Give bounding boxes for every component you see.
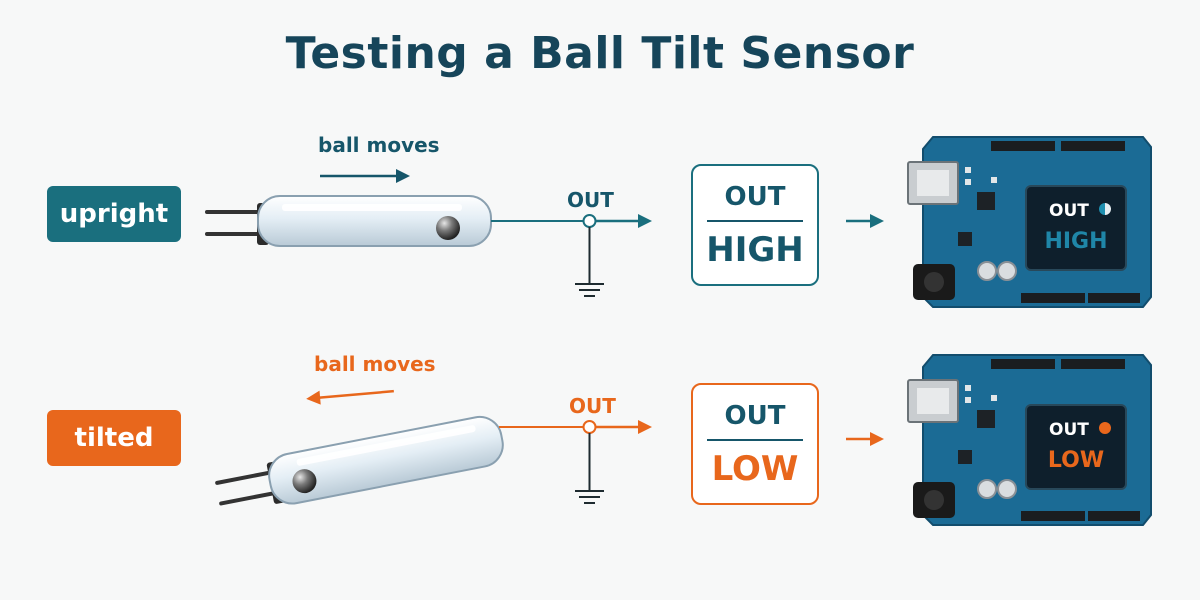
upright-motion-label: ball moves bbox=[318, 133, 440, 157]
tilted-display-value: LOW bbox=[1047, 448, 1105, 473]
tilted-output-box: OUT LOW bbox=[691, 383, 819, 505]
upright-output-box: OUT HIGH bbox=[691, 164, 819, 286]
tilted-motion-label: ball moves bbox=[314, 352, 436, 376]
upright-out-node-label: OUT bbox=[567, 188, 614, 212]
tilted-out-node-label: OUT bbox=[569, 394, 616, 418]
upright-motion-arrow-icon bbox=[320, 169, 410, 183]
fraction-divider bbox=[707, 220, 803, 222]
upright-display-label: OUT bbox=[1049, 201, 1089, 221]
tilted-output-arrow-icon bbox=[846, 432, 884, 446]
fraction-divider bbox=[707, 439, 803, 441]
tilted-board-display: OUT LOW bbox=[1025, 404, 1127, 490]
upright-ground-symbol-icon bbox=[575, 283, 604, 297]
upright-signal-wire bbox=[491, 214, 652, 283]
tilted-ball-icon bbox=[292, 469, 317, 494]
tilted-output-box-value: LOW bbox=[711, 449, 799, 489]
upright-board-display: OUT HIGH bbox=[1025, 185, 1127, 271]
tilted-motion-arrow-icon bbox=[306, 389, 394, 405]
upright-output-box-value: HIGH bbox=[706, 230, 804, 270]
upright-state-badge: upright bbox=[47, 186, 181, 242]
upright-led-indicator-icon bbox=[1099, 203, 1111, 215]
upright-output-box-label: OUT bbox=[724, 182, 786, 212]
tilted-output-box-label: OUT bbox=[724, 401, 786, 431]
tilted-signal-wire bbox=[499, 420, 652, 490]
upright-display-value: HIGH bbox=[1044, 229, 1108, 254]
tilted-ground-symbol-icon bbox=[575, 490, 604, 504]
upright-tilt-sensor-icon bbox=[205, 195, 492, 247]
tilted-tilt-sensor-icon bbox=[215, 415, 504, 506]
tilted-display-label: OUT bbox=[1049, 420, 1089, 440]
tilted-led-indicator-icon bbox=[1099, 422, 1111, 434]
upright-ball-icon bbox=[436, 216, 460, 240]
page-title: Testing a Ball Tilt Sensor bbox=[285, 28, 915, 79]
tilted-state-badge: tilted bbox=[47, 410, 181, 466]
upright-output-arrow-icon bbox=[846, 214, 884, 228]
